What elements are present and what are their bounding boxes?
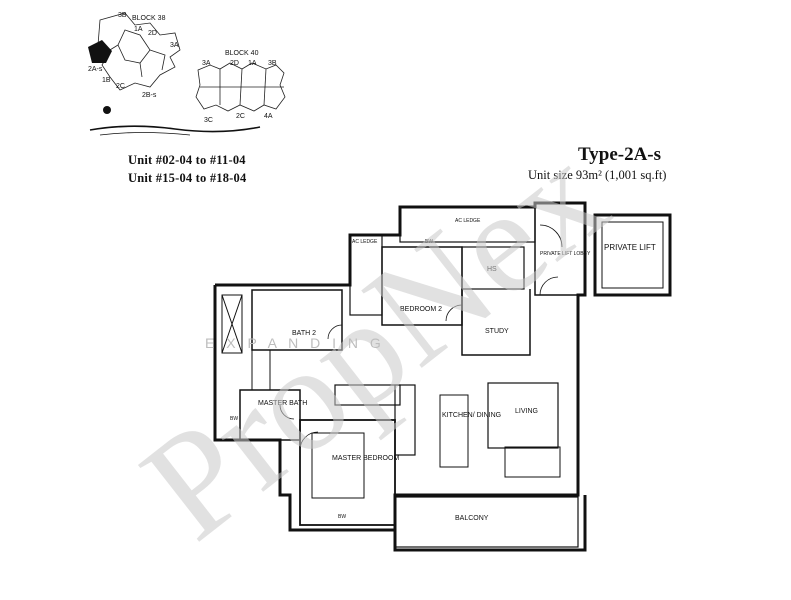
study-label: STUDY [485, 328, 509, 335]
balcony-label: BALCONY [455, 515, 489, 522]
keyplan-label: 2D [230, 60, 239, 67]
selected-unit-marker [88, 40, 112, 63]
keyplan-label: 3A [170, 42, 179, 49]
keyplan-label: 2C [236, 113, 245, 120]
household-shelter-label: HS [487, 266, 497, 273]
master-bedroom-label: MASTER BEDROOM [332, 455, 399, 462]
keyplan-ground-line [89, 125, 261, 133]
unit-range: Unit #02-04 to #11-04 [128, 153, 246, 167]
keyplan-label: 1A [134, 26, 143, 33]
floor-plan-drawing: AC LEDGE AC LEDGE BW HS PRIVATE LIFT LOB… [213, 201, 672, 552]
block-38-keyplan [97, 12, 181, 91]
keyplan-label: 3A [202, 60, 211, 67]
private-lift-lobby-label: PRIVATE LIFT LOBBY [540, 251, 591, 257]
keyplan-label: 1B [102, 77, 111, 84]
block-40-keyplan [195, 62, 286, 112]
key-plan: BLOCK 38 3B 1A 2D 3A 2A-s 1B 2C 2B-s BLO… [88, 12, 286, 136]
keyplan-label: 2C [116, 83, 125, 90]
block-38-title: BLOCK 38 [132, 15, 166, 22]
room-labels: AC LEDGE AC LEDGE BW HS PRIVATE LIFT LOB… [230, 218, 656, 522]
bedroom-2-label: BEDROOM 2 [400, 306, 442, 313]
bath-2-label: BATH 2 [292, 330, 316, 337]
private-lift-label: PRIVATE LIFT [604, 243, 656, 252]
kitchen-dining-label: KITCHEN/ DINING [442, 412, 501, 419]
bay-window-label: BW [425, 239, 433, 245]
bay-window-bottom-label: BW [338, 514, 346, 520]
keyplan-label: 3B [118, 12, 127, 19]
private-lift-shaft [593, 213, 672, 297]
unit-range-list: Unit #02-04 to #11-04 Unit #15-04 to #18… [128, 151, 246, 187]
living-label: LIVING [515, 408, 538, 415]
unit-range: Unit #15-04 to #18-04 [128, 171, 247, 185]
ac-ledge-top-label: AC LEDGE [455, 218, 481, 224]
door-swings [279, 224, 563, 451]
bay-window-left-label: BW [230, 416, 238, 422]
keyplan-label: 3B [268, 60, 277, 67]
unit-size: Unit size 93m² (1,001 sq.ft) [528, 168, 667, 182]
north-marker [103, 106, 111, 114]
block-40-title: BLOCK 40 [225, 50, 259, 57]
master-bath-label: MASTER BATH [258, 400, 307, 407]
keyplan-label: 2A-s [88, 66, 103, 73]
ac-ledge-left-label: AC LEDGE [352, 239, 378, 245]
keyplan-label: 1A [248, 60, 257, 67]
keyplan-label: 3C [204, 117, 213, 124]
keyplan-label: 2D [148, 30, 157, 37]
keyplan-label: 2B-s [142, 92, 157, 99]
keyplan-label: 4A [264, 113, 273, 120]
unit-type-title: Type-2A-s [578, 144, 662, 165]
floor-plan-walls [213, 201, 587, 552]
